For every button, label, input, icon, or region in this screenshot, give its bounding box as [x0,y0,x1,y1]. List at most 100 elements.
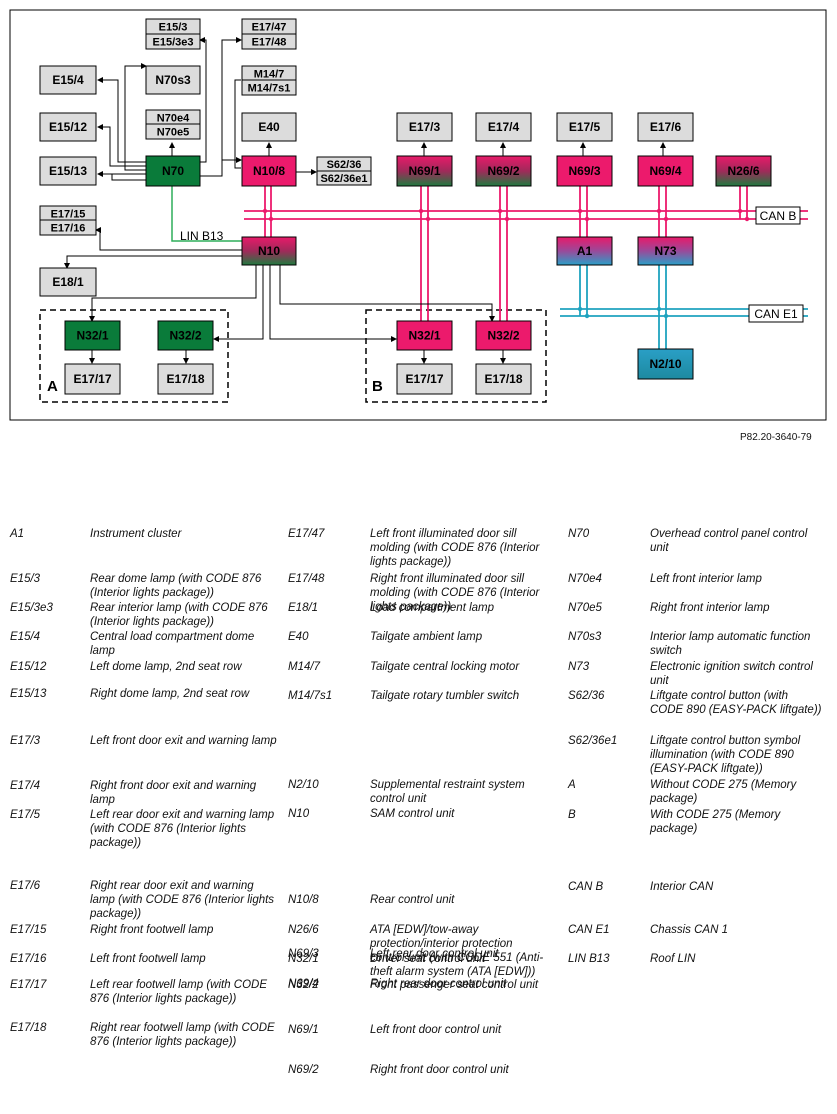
lin-bus [171,186,243,242]
legend-description: Interior CAN [650,881,714,893]
node-box [396,155,453,187]
node-e17-4: E17/4 [475,112,532,142]
node-n32-1a: N32/1 [64,320,121,351]
node-box [241,112,297,142]
node-box [39,219,97,236]
node-e17-17b: E17/17 [396,363,453,395]
node-box [396,320,453,351]
node-e15-3e3: E15/3e3 [145,33,201,50]
legend-code: A [568,779,576,791]
can-e1-junctions [577,306,669,319]
legend-description: Left front footwell lamp [90,953,206,965]
node-e17-3: E17/3 [396,112,453,142]
node-box [396,112,453,142]
legend-description: Left front door control unit [370,1024,502,1036]
node-label: E15/12 [49,120,87,134]
wiring [64,37,666,364]
legend-description: Rear control unit [370,894,455,906]
node-box [556,155,613,187]
legend-description: Right front door control unit [370,1064,509,1076]
node-m14-7: M14/7 [241,65,297,82]
can-b-label: CAN B [760,209,797,223]
legend-description: Right front illuminated door sill moldin… [370,573,540,613]
node-box [556,112,613,142]
group-b-label: B [372,378,383,395]
legend-code: N70e5 [568,602,602,614]
legend-description: ATA [EDW]/tow-away protection/interior p… [370,924,544,978]
group-b-frame [365,309,547,403]
node-label: E17/17 [405,372,443,386]
legend-description: Right dome lamp, 2nd seat row [90,688,250,700]
legend-description: Roof LIN [650,953,696,965]
node-box [396,363,453,395]
node-n69-1: N69/1 [396,155,453,187]
node-label: S62/36e1 [320,173,367,185]
node-box [241,33,297,50]
can-e1-tag [748,304,804,323]
node-box [39,156,97,186]
legend-description: Front passenger seat control unit [370,979,539,991]
legend-code: E17/17 [10,979,47,991]
node-label: N69/4 [649,164,681,178]
node-label: E17/17 [73,372,111,386]
legend-description: Tailgate central locking motor [370,661,520,673]
legend-description: Without CODE 275 (Memory package) [650,779,797,805]
node-e17-6: E17/6 [637,112,694,142]
node-box [637,155,694,187]
legend-code: E17/6 [10,880,41,892]
node-m14-7s1: M14/7s1 [241,79,297,96]
lin-label: LIN B13 [180,229,224,243]
legend-description: Left front interior lamp [650,573,762,585]
node-box [475,320,532,351]
node-label: N10 [258,244,280,258]
node-n26-6: N26/6 [715,155,772,187]
legend-code: LIN B13 [568,953,610,965]
node-n70e4: N70e4 [145,109,201,126]
node-label: N73 [654,244,676,258]
can-e1-label: CAN E1 [754,307,798,321]
node-n70: N70 [145,155,201,187]
legend-description: Right rear door control unit [370,978,507,990]
legend-description: Tailgate ambient lamp [370,631,483,643]
node-label: N10/8 [253,164,285,178]
legend-code: S62/36 [568,690,605,702]
legend-code: E17/16 [10,953,47,965]
legend-code: E17/3 [10,735,41,747]
legend-code: N32/2 [288,979,319,991]
node-label: A1 [577,244,593,258]
node-a1: A1 [556,236,613,266]
legend-code: E15/12 [10,661,47,673]
node-e17-5: E17/5 [556,112,613,142]
can-b-junctions [262,208,750,222]
legend-description: Left rear footwell lamp (with CODE 876 (… [90,979,268,1005]
node-label: N70e4 [157,113,190,125]
node-box [157,320,214,351]
node-n69-4: N69/4 [637,155,694,187]
node-box [64,363,121,395]
node-box [241,79,297,96]
node-box [637,348,694,380]
group-a-label: A [47,378,58,395]
node-label: E18/1 [52,275,84,289]
legend-description: Right front interior lamp [650,602,770,614]
legend-description: Chassis CAN 1 [650,924,728,936]
node-box [39,65,97,95]
legend-code: N32/1 [288,953,319,965]
node-n10-8: N10/8 [241,155,297,187]
node-box [715,155,772,187]
node-box [64,320,121,351]
node-e15-12: E15/12 [39,112,97,142]
legend-code: E17/18 [10,1022,47,1034]
node-label: E17/48 [252,37,287,49]
node-box [145,123,201,140]
node-box [39,112,97,142]
legend-code: M14/7 [288,661,320,673]
legend-description: Left front illuminated door sill molding… [370,528,540,568]
legend-code: E17/5 [10,809,41,821]
node-label: N26/6 [727,164,759,178]
node-s62-36: S62/36 [316,156,372,172]
legend-description: SAM control unit [370,808,455,820]
node-box [316,170,372,186]
node-label: N70s3 [155,73,191,87]
node-e15-3: E15/3 [145,18,201,35]
